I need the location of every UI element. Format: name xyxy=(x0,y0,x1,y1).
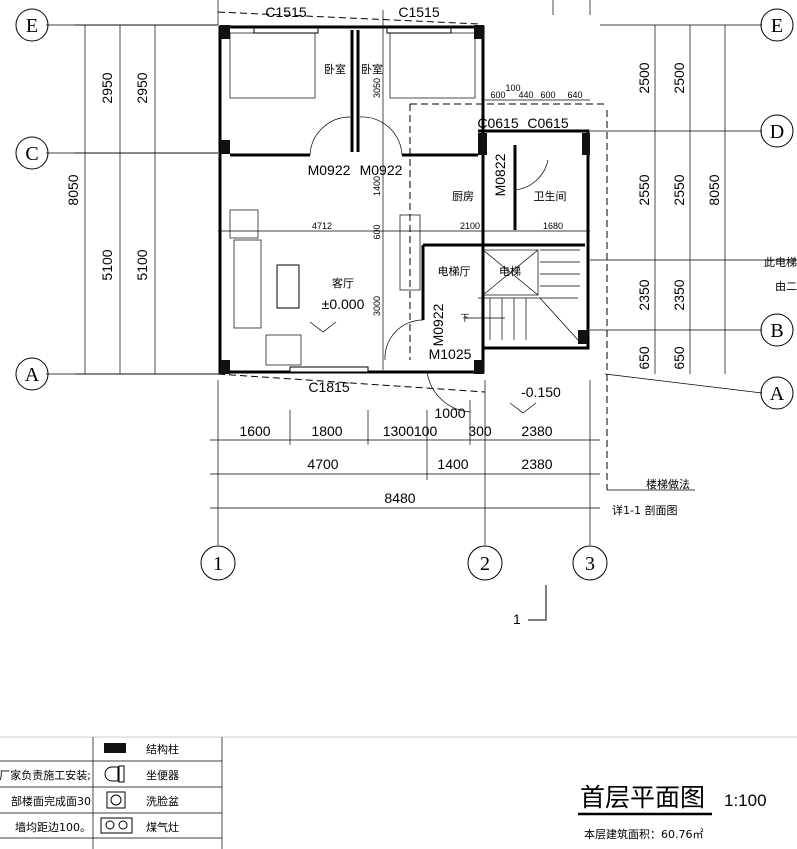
axis-C-left: C xyxy=(25,143,38,165)
stair-ref: 详1-1 剖面图 xyxy=(612,503,677,517)
elevator-note-1: 此电梯 xyxy=(764,256,797,269)
room-kitchen: 厨房 xyxy=(452,190,474,203)
grid-lines xyxy=(46,0,763,545)
dim-door-width: 1000 xyxy=(434,405,465,421)
dim-inner-h2: 2100 xyxy=(460,221,480,231)
dim-inner-h1: 4712 xyxy=(312,221,332,231)
gas-stove-icon xyxy=(100,817,133,834)
title-block: 首层平面图 1:100 本层建筑面积：60.76㎡ xyxy=(578,783,767,841)
legend-item-4: 煤气灶 xyxy=(146,820,179,834)
legend-table: 厂家负责施工安装; 部楼面完成面30 墙均距边100。 结构柱 坐便器 洗脸盆 … xyxy=(0,736,797,849)
axis-3: 3 xyxy=(585,553,595,575)
door-label: M0922 xyxy=(430,303,446,346)
window-label: C0615 xyxy=(527,115,568,131)
dim-left-total: 8050 xyxy=(65,174,81,205)
dim-inner-v3: 600 xyxy=(372,224,382,239)
axis-B-right: B xyxy=(770,320,783,342)
room-elevator-hall: 电梯厅 xyxy=(438,265,471,278)
bottom-dimensions: 1600 1800 1300100 300 2380 4700 1400 238… xyxy=(210,400,600,509)
toilet-icon xyxy=(104,765,125,783)
dim-right-total: 8050 xyxy=(706,174,722,205)
dim-left-ca-1: 5100 xyxy=(99,249,115,280)
dim-inner-top-1: 600 xyxy=(490,90,505,100)
room-bathroom: 卫生间 xyxy=(534,189,567,203)
dim-right-db-1: 2550 xyxy=(636,174,652,205)
room-living: 客厅 xyxy=(332,276,354,290)
dim-left-ca-2: 5100 xyxy=(134,249,150,280)
dim-bottom-1-2: 1800 xyxy=(311,423,342,439)
axis-D-right: D xyxy=(770,121,784,143)
legend-note-2: 部楼面完成面30 xyxy=(11,794,91,808)
drawing-title: 首层平面图 xyxy=(580,783,705,812)
dim-inner-h3: 1680 xyxy=(543,221,563,231)
axis-2: 2 xyxy=(480,553,490,575)
dim-bottom-1-3: 1300100 xyxy=(383,423,438,439)
dim-inner-top-2: 100 xyxy=(505,83,520,93)
window-label: C0615 xyxy=(477,115,518,131)
window-label: C1515 xyxy=(398,4,439,20)
level-living: ±0.000 xyxy=(322,296,365,312)
dim-inner-v1: 3050 xyxy=(372,78,382,98)
axis-A-left: A xyxy=(25,364,40,386)
door-label: M0922 xyxy=(360,162,403,178)
fixtures xyxy=(218,32,590,414)
elevator-note-2: 由二 xyxy=(775,279,797,293)
dim-inner-v2: 1400 xyxy=(372,176,382,196)
level-outside: -0.150 xyxy=(521,384,561,400)
dim-right-ba-1: 2350 xyxy=(636,279,652,310)
room-elevator: 电梯 xyxy=(499,265,521,278)
dim-bottom-1-4: 300 xyxy=(468,423,492,439)
dim-right-db-2: 2550 xyxy=(671,174,687,205)
stair-note: 楼梯做法 xyxy=(646,477,690,491)
dim-bottom-total: 8480 xyxy=(384,490,415,506)
walls xyxy=(217,11,605,393)
dim-right-a-2: 650 xyxy=(671,346,687,370)
opening-labels: C1515 C1515 C0615 C0615 C1815 M0922 M092… xyxy=(265,4,568,395)
dim-bottom-2-3: 2380 xyxy=(521,456,552,472)
dim-bottom-1-1: 1600 xyxy=(239,423,270,439)
room-bedroom-1: 卧室 xyxy=(324,62,346,76)
dim-inner-top-4: 600 xyxy=(540,90,555,100)
dim-right-a-1: 650 xyxy=(636,346,652,370)
axis-A-right: A xyxy=(770,383,785,405)
legend-item-2: 坐便器 xyxy=(146,769,179,782)
legend-note-3: 墙均距边100。 xyxy=(15,820,91,834)
floor-area: 本层建筑面积：60.76㎡ xyxy=(584,827,704,841)
axis-1: 1 xyxy=(213,553,223,575)
column-icon xyxy=(104,743,126,753)
room-bedroom-2: 卧室 xyxy=(361,62,383,76)
legend-item-3: 洗脸盆 xyxy=(146,794,179,808)
axis-bubbles: E C A E D B A 1 2 3 1 xyxy=(15,8,794,627)
dim-inner-top-5: 640 xyxy=(567,90,582,100)
drawing-scale: 1:100 xyxy=(724,791,767,810)
dim-right-ed-2: 2500 xyxy=(671,62,687,93)
window-label: C1515 xyxy=(265,4,306,20)
dim-bottom-2-2: 1400 xyxy=(437,456,468,472)
dim-inner-top-3: 440 xyxy=(518,90,533,100)
stair-down-label: 下 xyxy=(460,313,469,323)
washbasin-icon xyxy=(106,791,126,809)
inner-dimensions: 600 100 440 600 640 3050 1400 600 3000 4… xyxy=(312,10,590,370)
legend-note-1: 厂家负责施工安装; xyxy=(0,768,91,782)
door-label: M1025 xyxy=(429,346,472,362)
dim-left-ec-2: 2950 xyxy=(134,72,150,103)
dim-inner-v4: 3000 xyxy=(372,296,382,316)
window-label: C1815 xyxy=(308,379,349,395)
dim-bottom-1-5: 2380 xyxy=(521,423,552,439)
axis-E-left: E xyxy=(26,15,38,37)
left-dimensions: 8050 2950 2950 5100 5100 xyxy=(65,24,218,375)
dim-right-ba-2: 2350 xyxy=(671,279,687,310)
section-mark: 1 xyxy=(513,611,521,627)
door-label: M0922 xyxy=(308,162,351,178)
room-labels: 卧室 卧室 厨房 卫生间 客厅 电梯厅 电梯 下 ±0.000 -0.150 xyxy=(322,62,567,400)
door-label: M0822 xyxy=(492,153,508,196)
dim-right-ed-1: 2500 xyxy=(636,62,652,93)
right-dimensions: 2500 2500 2550 2550 8050 2350 2350 650 6… xyxy=(590,25,797,517)
legend-item-1: 结构柱 xyxy=(146,742,179,756)
axis-E-right: E xyxy=(771,15,783,37)
dim-left-ec-1: 2950 xyxy=(99,72,115,103)
dim-bottom-2-1: 4700 xyxy=(307,456,338,472)
